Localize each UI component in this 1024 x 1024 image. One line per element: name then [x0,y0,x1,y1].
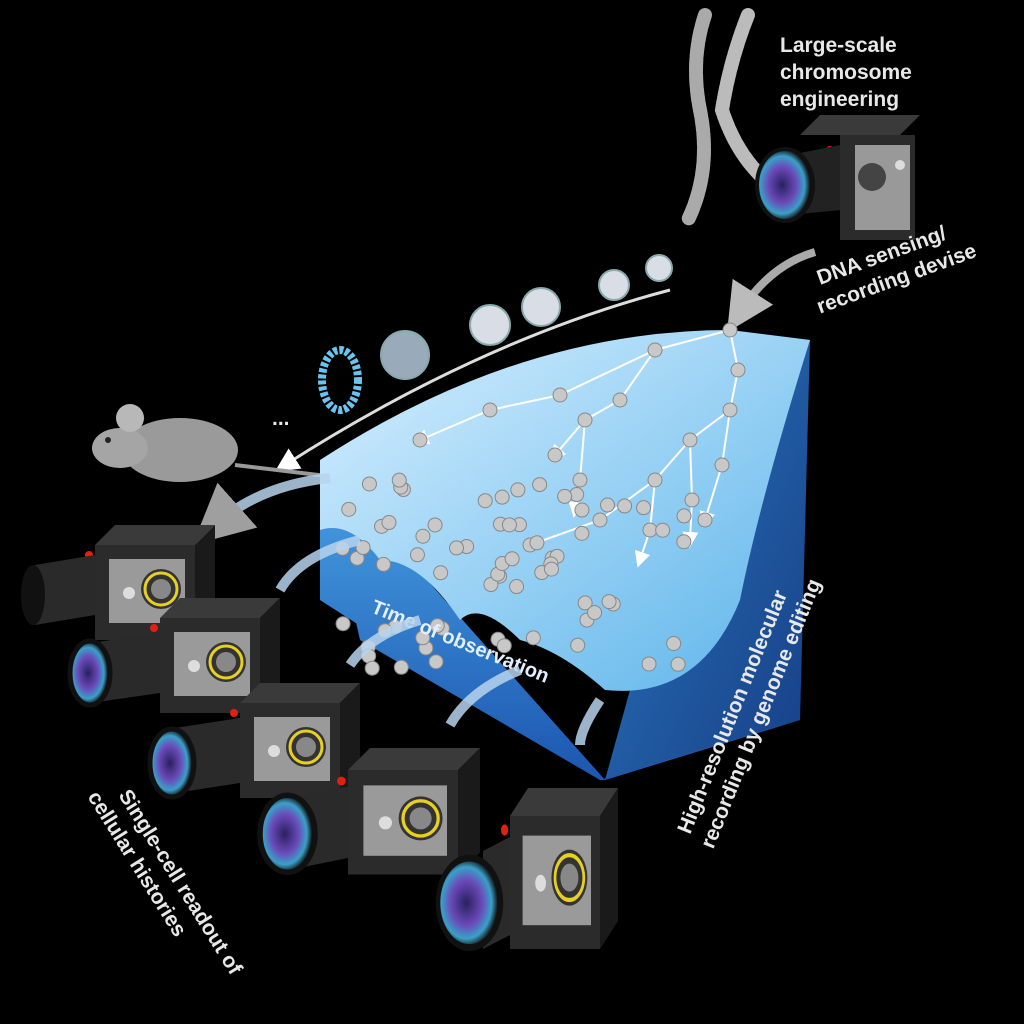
cell [429,618,445,634]
cell [682,432,698,448]
cell [427,517,443,533]
readout-arrows [192,473,605,746]
cells [335,322,746,676]
cell [655,522,671,538]
cell [412,432,428,448]
cell [504,551,520,567]
cell [577,595,593,611]
cell [543,561,559,577]
chromosome-icon [681,8,767,227]
cell [433,565,449,581]
cell [722,402,738,418]
cell [547,447,563,463]
cell [496,638,512,654]
cell [641,656,657,672]
cell [391,472,407,488]
cell [393,659,409,675]
ellipsis: ... [272,407,290,430]
cell [449,540,465,556]
cell [364,660,380,676]
cell [647,342,663,358]
single-cell-readout-label: Single-cell readout of cellular historie… [83,773,250,998]
timeline-arrow [274,288,671,472]
embryo-stages [318,254,673,414]
cell [501,517,517,533]
mouse-icon [92,404,361,482]
cell [361,476,377,492]
readout-camera-3 [147,681,362,800]
cell [375,556,391,572]
cell [612,392,628,408]
cell [415,528,431,544]
cell [525,630,541,646]
cell [483,577,499,593]
cell [510,482,526,498]
cell [552,387,568,403]
cell [532,477,548,493]
cell [482,402,498,418]
cell [494,489,510,505]
cell [381,515,397,531]
readout-camera-1 [21,523,217,642]
cell [587,605,603,621]
chromosome-engineering-label: Large-scale chromosome engineering [780,34,918,111]
dna-recording-device-camera [755,115,920,240]
cell [636,500,652,516]
cell [572,472,588,488]
cell [409,547,425,563]
readout-camera-4 [257,746,482,877]
cell [577,412,593,428]
readout-camera-5 [435,788,618,949]
cell [509,579,525,595]
cell [415,630,431,646]
cell [574,525,590,541]
cell [428,654,444,670]
cell [601,594,617,610]
cell [647,472,663,488]
cell [666,635,682,651]
cell [676,534,692,550]
cell [722,322,738,338]
cell [592,512,608,528]
cell [529,535,545,551]
cell [642,522,658,538]
cell [617,498,633,514]
cell [477,493,493,509]
cell [335,616,351,632]
device-arrow [727,248,817,333]
cell [574,502,590,518]
cell [557,488,573,504]
cell [676,508,692,524]
cell [341,501,357,517]
cell [570,637,586,653]
cell [684,492,700,508]
cell [714,457,730,473]
cell [697,512,713,528]
cell [730,362,746,378]
readout-camera-2 [67,596,282,715]
cell [599,497,615,513]
cell [670,656,686,672]
lineage-tissue-block [320,330,810,780]
